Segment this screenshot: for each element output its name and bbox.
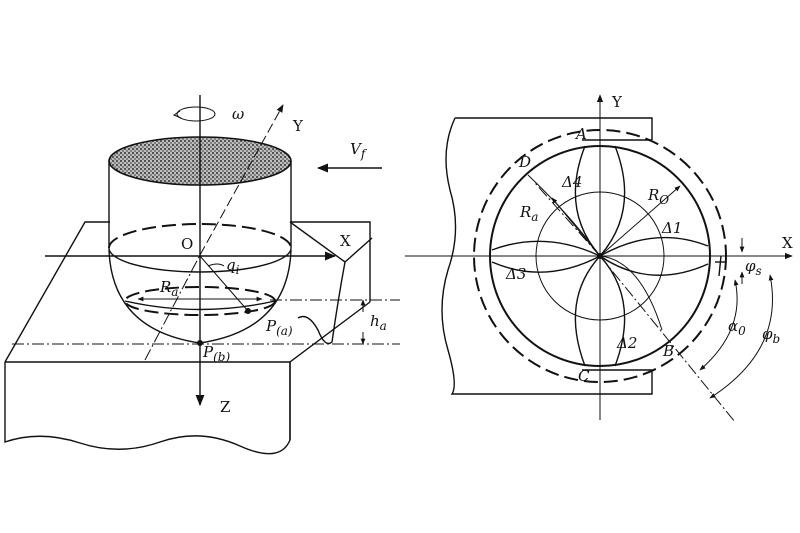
x-axis-label: X — [340, 232, 351, 250]
phi-b-label: φb — [762, 325, 780, 346]
radius-ra-arrow-right-diagram — [551, 197, 601, 257]
radius-ro-label: RO — [647, 186, 669, 207]
point-pa — [245, 308, 251, 314]
delta2-label: Δ2 — [616, 334, 637, 352]
delta4-label: Δ4 — [561, 173, 582, 191]
alpha0-label: α0 — [728, 317, 746, 338]
delta1-label: Δ1 — [661, 219, 682, 237]
workpiece-plan — [441, 117, 653, 395]
y-axis — [199, 104, 284, 256]
point-pb-label: P(b) — [202, 343, 230, 364]
radius-ra-right-label: Ra — [519, 203, 538, 224]
origin-label: O — [181, 235, 193, 253]
line-to-b — [599, 255, 736, 423]
omega-label: ω — [232, 105, 244, 123]
phi-s-label: φs — [745, 257, 762, 278]
feed-label: Vf — [350, 140, 368, 161]
point-a-label: A — [574, 125, 587, 143]
point-d-label: D — [518, 153, 531, 171]
radius-line — [199, 255, 249, 312]
radius-ra-label: Ra — [159, 278, 178, 299]
left-diagram: ω Z Y X O Vf qi Ra P(a) P(b) ha — [4, 95, 400, 455]
height-label: ha — [370, 312, 387, 333]
rotation-arrow — [172, 106, 216, 122]
angle-q-label: qi — [226, 256, 240, 277]
z-axis-label: Z — [220, 398, 230, 416]
right-y-label: Y — [611, 93, 623, 111]
y-axis-label: Y — [292, 117, 304, 135]
phi-b-arc — [709, 274, 774, 399]
workpiece-block — [4, 221, 373, 455]
right-x-label: X — [782, 234, 793, 252]
point-pa-label: P(a) — [265, 317, 293, 338]
delta3-label: Δ3 — [505, 265, 526, 283]
line-to-d — [534, 182, 601, 257]
right-diagram: Y X A B C D Δ1 Δ2 Δ3 Δ4 RO Ra φs α0 — [405, 93, 793, 423]
point-b-label: B — [662, 342, 674, 360]
center-point — [597, 253, 603, 259]
notch-line — [718, 255, 722, 277]
cutting-edges — [491, 145, 709, 367]
angle-arc — [207, 263, 225, 267]
radius-ro-arrow — [599, 185, 681, 257]
point-c-label: C — [578, 367, 590, 385]
